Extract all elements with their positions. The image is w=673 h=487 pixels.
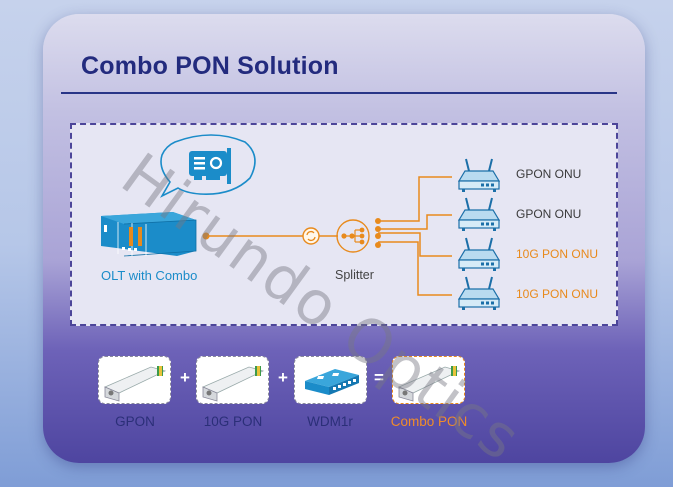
sfp-transceiver-icon	[201, 366, 265, 402]
router-icon	[457, 237, 501, 271]
wdm1r-module-card	[294, 356, 367, 404]
sfp-transceiver-icon	[103, 366, 167, 402]
network-card-icon	[159, 134, 256, 198]
router-icon	[457, 276, 501, 310]
plus-operator: +	[278, 368, 288, 387]
onu-label: 10G PON ONU	[516, 247, 599, 261]
10g-pon-module-card	[196, 356, 269, 404]
sfp-transceiver-icon	[397, 366, 461, 402]
olt-label: OLT with Combo	[101, 268, 198, 283]
plus-operator: +	[180, 368, 190, 387]
router-icon	[457, 197, 501, 231]
module-label: 10G PON	[203, 414, 263, 429]
olt-chassis-icon	[101, 212, 197, 257]
splitter-icon	[336, 219, 370, 253]
onu-label: GPON ONU	[516, 207, 582, 221]
splitter-label: Splitter	[335, 268, 374, 282]
page-title: Combo PON Solution	[81, 52, 339, 80]
module-label: WDM1r	[307, 414, 353, 429]
onu-label: 10G PON ONU	[516, 287, 599, 301]
split-fibers	[378, 176, 452, 296]
combo-pon-module-card	[392, 356, 465, 404]
equals-operator: =	[374, 368, 384, 387]
title-divider	[61, 92, 617, 94]
module-label: Combo PON	[390, 414, 468, 429]
sync-icon	[302, 227, 320, 245]
router-icon	[457, 158, 501, 192]
gpon-module-card	[98, 356, 171, 404]
module-label: GPON	[115, 414, 155, 429]
onu-label: GPON ONU	[516, 167, 582, 181]
wdm-module-icon	[305, 369, 359, 395]
